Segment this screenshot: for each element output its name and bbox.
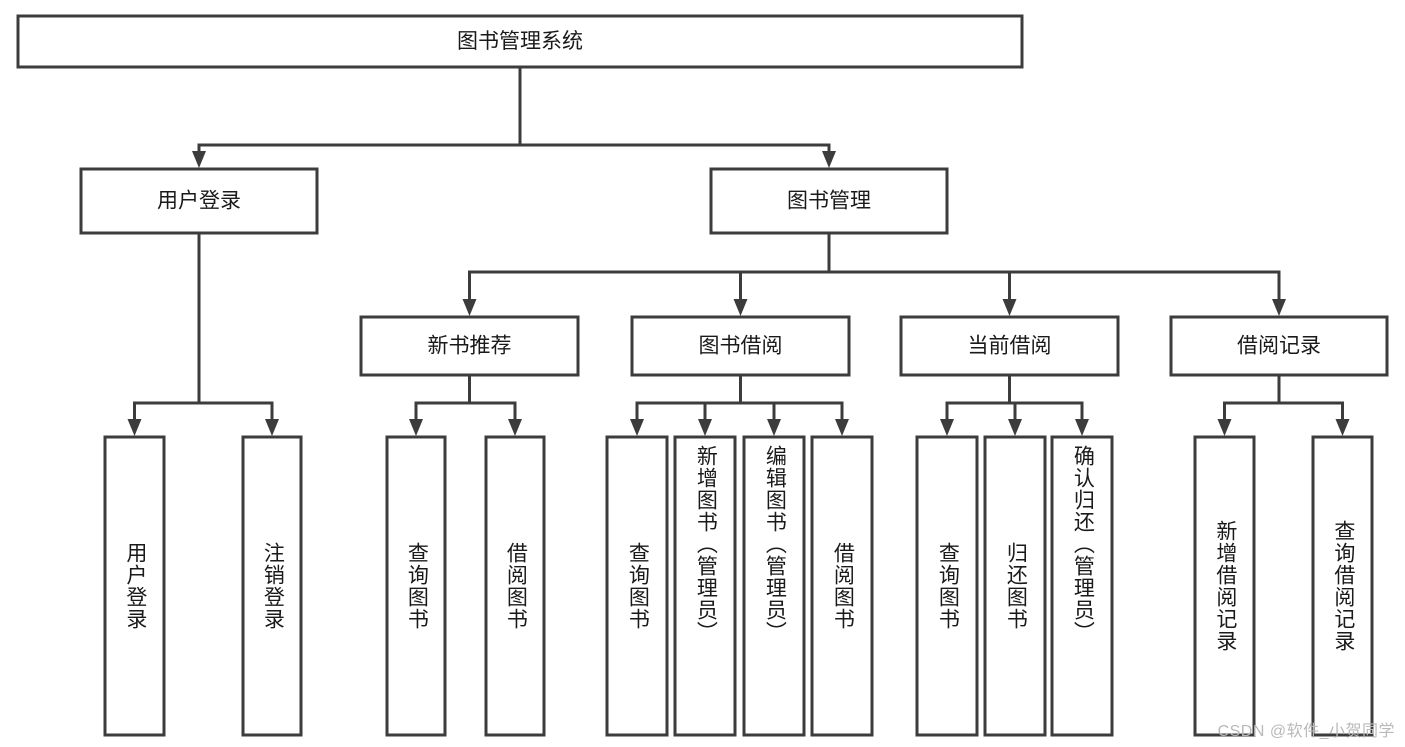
leaf-node-注销登录[interactable]	[241, 435, 303, 737]
arrow-head-icon	[1008, 419, 1022, 436]
box-outline	[1311, 435, 1374, 737]
arrow-head-icon	[409, 419, 423, 436]
node-label: 当前借阅	[968, 335, 1052, 358]
arrow-head-icon	[1002, 299, 1017, 316]
leaf-node-借阅图书[interactable]	[484, 435, 546, 737]
box-outline	[1169, 315, 1389, 377]
box-outline	[484, 435, 546, 737]
watermark-text: CSDN @软件_小贺同学	[1217, 723, 1395, 740]
leaf-node-编辑图书管理员[interactable]	[742, 435, 806, 737]
arrow-head-icon	[940, 419, 954, 436]
leaf-node-查询借阅记录[interactable]	[1311, 435, 1374, 737]
box-outline	[103, 435, 166, 737]
box-outline	[1193, 435, 1256, 737]
arrow-head-icon	[1335, 419, 1350, 436]
leaf-node-确认归还管理员[interactable]	[1050, 435, 1114, 737]
box-outline	[742, 435, 806, 737]
root-node-图书管理系统[interactable]: 图书管理系统	[16, 14, 1024, 69]
box-outline	[810, 435, 874, 737]
subbranch-node-借阅记录[interactable]: 借阅记录	[1169, 315, 1389, 377]
leaf-node-查询图书[interactable]	[605, 435, 669, 737]
box-outline	[605, 435, 669, 737]
arrow-head-icon	[127, 419, 142, 436]
arrow-head-icon	[630, 419, 644, 436]
arrow-head-icon	[822, 151, 836, 168]
branch-node-图书管理[interactable]: 图书管理	[709, 167, 949, 235]
box-outline	[899, 315, 1120, 377]
arrow-head-icon	[462, 299, 477, 316]
subbranch-node-图书借阅[interactable]: 图书借阅	[630, 315, 851, 377]
box-outline	[673, 435, 737, 737]
box-outline	[983, 435, 1047, 737]
node-label: 图书借阅	[699, 335, 783, 358]
leaf-node-新增图书管理员[interactable]	[673, 435, 737, 737]
box-outline	[630, 315, 851, 377]
arrow-head-icon	[265, 419, 279, 436]
arrow-head-icon	[1075, 419, 1089, 436]
arrow-head-icon	[698, 419, 712, 436]
box-outline	[915, 435, 979, 737]
box-outline	[16, 14, 1024, 69]
box-outline	[359, 315, 580, 377]
leaf-node-归还图书[interactable]	[983, 435, 1047, 737]
arrow-head-icon	[1217, 419, 1232, 436]
arrow-head-icon	[1272, 299, 1286, 316]
branch-node-用户登录[interactable]: 用户登录	[79, 167, 319, 235]
node-label: 用户登录	[157, 190, 241, 213]
leaf-node-新增借阅记录[interactable]	[1193, 435, 1256, 737]
arrow-head-icon	[192, 151, 206, 168]
arrow-head-icon	[767, 419, 781, 436]
box-outline	[241, 435, 303, 737]
box-outline	[79, 167, 319, 235]
node-label: 图书管理系统	[457, 30, 583, 53]
leaf-node-用户登录[interactable]	[103, 435, 166, 737]
arrow-head-icon	[835, 419, 849, 436]
arrow-head-icon	[733, 299, 748, 316]
subbranch-node-新书推荐[interactable]: 新书推荐	[359, 315, 580, 377]
box-outline	[709, 167, 949, 235]
subbranch-node-当前借阅[interactable]: 当前借阅	[899, 315, 1120, 377]
leaf-node-借阅图书[interactable]	[810, 435, 874, 737]
box-outline	[1050, 435, 1114, 737]
leaf-node-查询图书[interactable]	[915, 435, 979, 737]
node-label: 新书推荐	[428, 335, 512, 358]
box-outline	[385, 435, 447, 737]
node-label: 图书管理	[787, 190, 871, 213]
arrow-head-icon	[508, 419, 522, 436]
node-label: 借阅记录	[1237, 335, 1321, 358]
leaf-node-查询图书[interactable]	[385, 435, 447, 737]
